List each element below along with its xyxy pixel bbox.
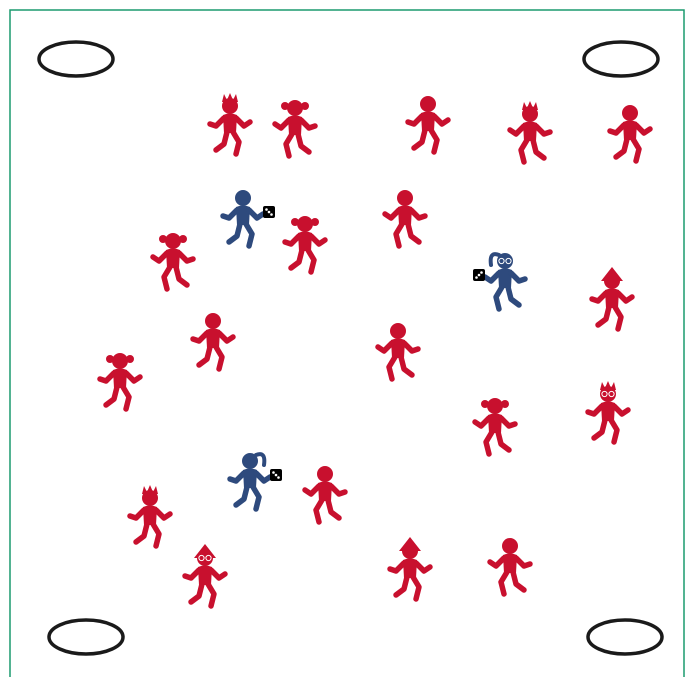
child-runner-icon [285,215,325,273]
child-runner-icon [130,485,170,546]
child-runner-icon [408,96,448,152]
child-runner-icon [490,538,530,594]
child-tagger-icon [223,190,275,246]
child-runner-icon [275,99,315,157]
hoop-icon [49,620,123,654]
child-runner-icon [510,101,550,162]
child-runner-icon [588,381,628,442]
child-runner-icon [193,313,233,369]
child-tagger-icon [230,453,282,509]
child-tagger-icon [473,253,525,309]
child-runner-icon [610,105,650,161]
die-icon [263,206,275,218]
field-boundary [10,10,684,677]
child-runner-icon [210,93,250,154]
child-runner-icon [305,466,345,522]
child-runner-icon [185,544,225,606]
child-runner-icon [592,267,632,329]
hoop-icon [584,42,658,76]
child-runner-icon [390,537,430,599]
hoop-icon [588,620,662,654]
die-icon [270,469,282,481]
child-runner-icon [100,352,140,410]
hoop-icon [39,42,113,76]
child-runner-icon [378,323,418,379]
child-runner-icon [385,190,425,246]
child-runner-icon [153,232,193,290]
die-icon [473,269,485,281]
child-runner-icon [475,397,515,455]
